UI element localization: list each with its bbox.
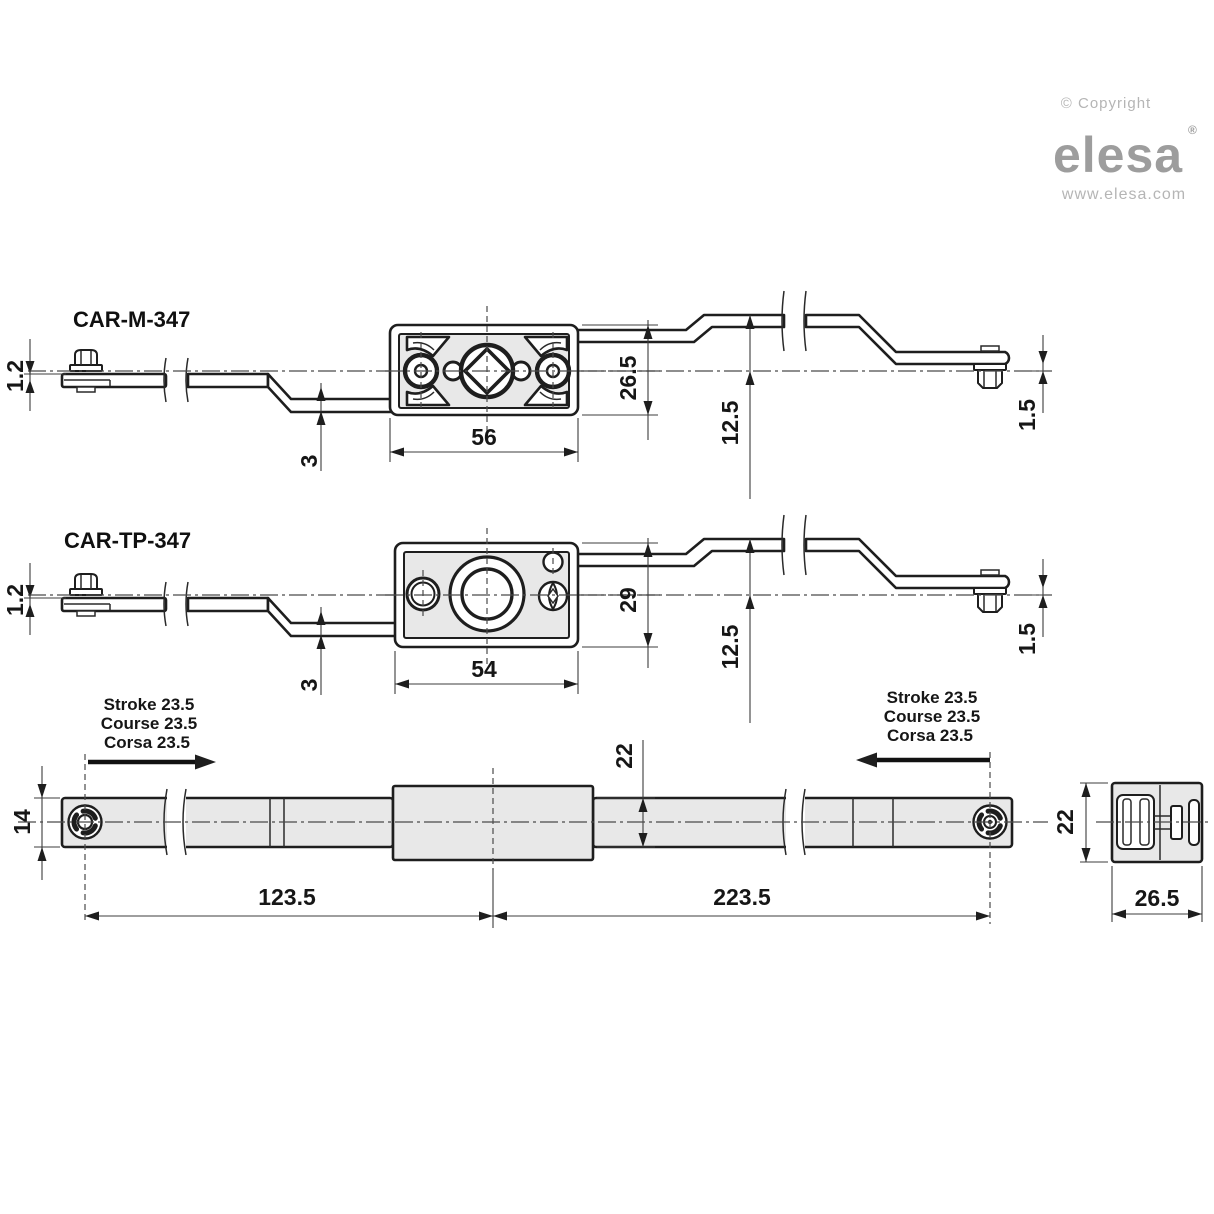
stroke-note-left: Stroke 23.5 Course 23.5 Corsa 23.5 bbox=[88, 695, 216, 770]
stroke-note-line1: Stroke 23.5 bbox=[887, 688, 978, 707]
center-tick bbox=[420, 332, 554, 410]
front-view: Stroke 23.5 Course 23.5 Corsa 23.5 Strok… bbox=[9, 688, 1048, 928]
brand-logo: elesa bbox=[1053, 127, 1183, 183]
pin-shaft bbox=[1154, 815, 1171, 830]
side-view: 22 26.5 bbox=[1052, 781, 1212, 922]
stroke-note-line3: Corsa 23.5 bbox=[104, 733, 190, 752]
stroke-arrow-head-right bbox=[195, 754, 216, 770]
car-tp-dims: 54 29 bbox=[394, 538, 658, 694]
brand-watermark: © Copyright elesa ® www.elesa.com bbox=[1053, 95, 1197, 203]
stroke-note-line2: Course 23.5 bbox=[884, 707, 980, 726]
extension-dash-line bbox=[84, 752, 991, 924]
stroke-note-line3: Corsa 23.5 bbox=[887, 726, 973, 745]
wing-decoration bbox=[405, 384, 451, 407]
wing-decoration bbox=[405, 335, 451, 358]
dim-text-car-tp-width: 54 bbox=[471, 656, 497, 682]
stroke-note-line1: Stroke 23.5 bbox=[104, 695, 195, 714]
dim-text-side-depth: 26.5 bbox=[1135, 885, 1180, 911]
dim-text-car-m-width: 56 bbox=[471, 424, 497, 450]
car-m-body bbox=[385, 306, 660, 436]
car-m-dims: 56 26.5 bbox=[389, 320, 658, 462]
dim-bar-height: 22 bbox=[597, 740, 655, 848]
dim-side-depth: 26.5 bbox=[1111, 866, 1203, 922]
stroke-arrow-head-left bbox=[856, 752, 877, 768]
wing-accent-line bbox=[412, 341, 562, 401]
label-car-m: CAR-M-347 bbox=[73, 307, 190, 332]
website-text: www.elesa.com bbox=[1061, 186, 1186, 203]
dim-text-left-length: 123.5 bbox=[258, 884, 316, 910]
dim-lengths: 123.5 223.5 bbox=[85, 869, 990, 928]
dim-text-car-m-height: 26.5 bbox=[615, 355, 641, 400]
dim-side-height: 22 bbox=[1052, 782, 1108, 863]
registered-mark: ® bbox=[1188, 123, 1197, 137]
dim-text-car-tp-height: 29 bbox=[615, 587, 641, 613]
wing-decoration bbox=[523, 335, 569, 358]
dim-end-height: 14 bbox=[9, 766, 60, 880]
dim-text-side-height: 22 bbox=[1052, 809, 1078, 835]
dim-text-bar-height: 22 bbox=[611, 743, 637, 769]
copyright-text: © Copyright bbox=[1061, 95, 1151, 112]
wing-decoration bbox=[523, 384, 569, 407]
label-car-tp: CAR-TP-347 bbox=[64, 528, 191, 553]
car-tp-body bbox=[385, 528, 660, 668]
stroke-note-right: Stroke 23.5 Course 23.5 Corsa 23.5 bbox=[856, 688, 990, 768]
keyhole-diamond bbox=[547, 587, 559, 605]
dim-text-right-length: 223.5 bbox=[713, 884, 771, 910]
stroke-note-line2: Course 23.5 bbox=[101, 714, 197, 733]
